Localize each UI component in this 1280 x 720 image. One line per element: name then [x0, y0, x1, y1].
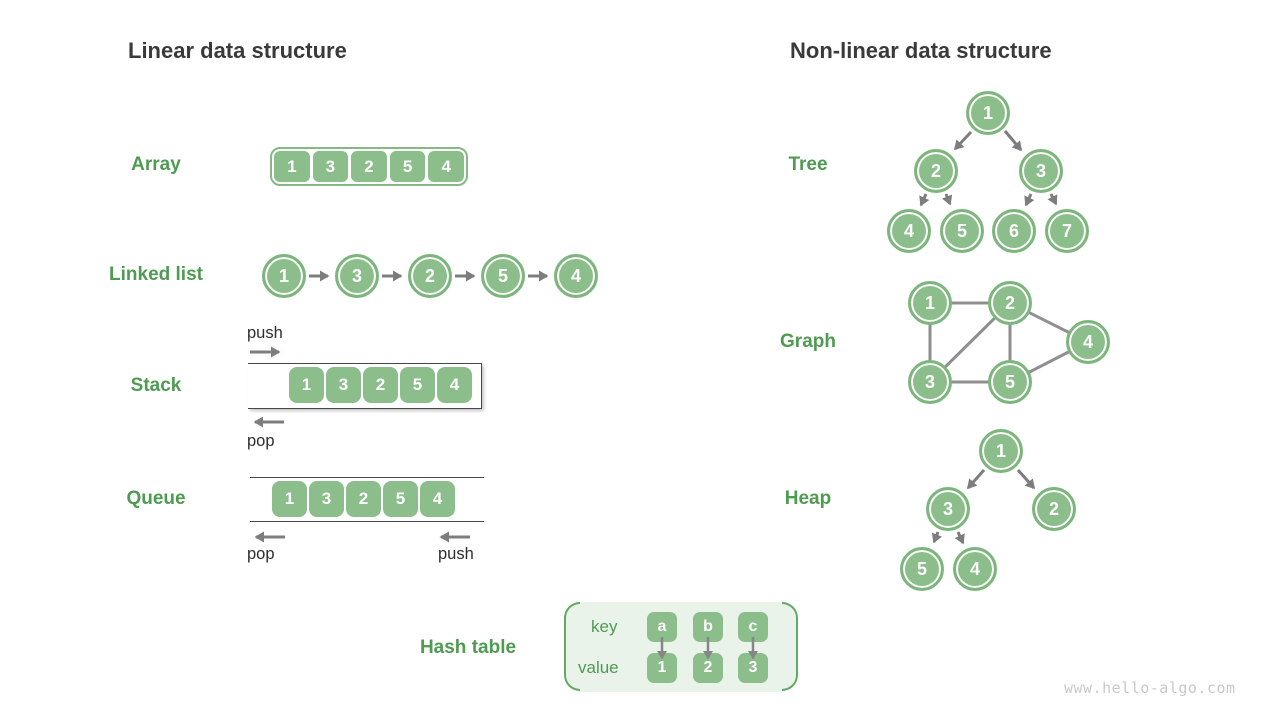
tree-node: 2: [914, 149, 958, 193]
queue-cell: 3: [309, 481, 344, 517]
tree-node: 7: [1045, 209, 1089, 253]
queue-pop-label: pop: [247, 545, 275, 563]
array-label: Array: [131, 154, 181, 175]
linked-list-node: 3: [335, 254, 379, 298]
stack-cell: 5: [400, 367, 435, 403]
graph-node: 5: [988, 360, 1032, 404]
hash-key-cell: c: [738, 612, 768, 642]
nonlinear-section-title: Non-linear data structure: [790, 38, 1052, 63]
stack-cell: 1: [289, 367, 324, 403]
stack-cell: 2: [363, 367, 398, 403]
stack-cell: 4: [437, 367, 472, 403]
linked-list-node: 1: [262, 254, 306, 298]
array-cell: 3: [312, 151, 349, 182]
hash-value-cell: 3: [738, 653, 768, 683]
graph-node: 4: [1066, 320, 1110, 364]
hash-value-cell: 1: [647, 653, 677, 683]
queue-cell: 4: [420, 481, 455, 517]
linked-list-node: 2: [408, 254, 452, 298]
heap-node: 1: [979, 429, 1023, 473]
hash-key-label: key: [591, 617, 618, 636]
tree-node: 1: [966, 91, 1010, 135]
queue-cell: 5: [383, 481, 418, 517]
queue-cell: 1: [272, 481, 307, 517]
tree-node: 5: [940, 209, 984, 253]
hash-value-label: value: [578, 658, 619, 677]
stack-cell: 3: [326, 367, 361, 403]
queue-top-line: [250, 477, 484, 478]
queue-bottom-line: [250, 521, 484, 522]
stack-push-label: push: [247, 324, 283, 342]
hash-right-bracket: [782, 602, 798, 691]
heap-node: 3: [926, 487, 970, 531]
hash-table-label: Hash table: [419, 637, 517, 658]
hash-value-cell: 2: [693, 653, 723, 683]
graph-label: Graph: [780, 331, 836, 352]
hash-key-cell: b: [693, 612, 723, 642]
graph-node: 1: [908, 281, 952, 325]
linked-list-node: 4: [554, 254, 598, 298]
hash-key-cell: a: [647, 612, 677, 642]
stack-label: Stack: [130, 375, 182, 396]
tree-node: 6: [992, 209, 1036, 253]
queue-cell: 2: [346, 481, 381, 517]
array-cell: 2: [351, 151, 387, 182]
linked-list-node: 5: [481, 254, 525, 298]
tree-node: 4: [887, 209, 931, 253]
heap-node: 5: [900, 547, 944, 591]
linked-list-label: Linked list: [109, 264, 203, 285]
tree-label: Tree: [788, 154, 828, 175]
watermark: www.hello-algo.com: [1064, 679, 1236, 697]
queue-label: Queue: [126, 488, 186, 509]
array-cell: 4: [428, 151, 464, 182]
stack-pop-label: pop: [247, 432, 275, 450]
heap-node: 2: [1032, 487, 1076, 531]
array-cell: 1: [274, 151, 310, 182]
heap-label: Heap: [784, 488, 832, 509]
tree-node: 3: [1019, 149, 1063, 193]
queue-push-label: push: [438, 545, 474, 563]
heap-node: 4: [953, 547, 997, 591]
array-cell: 5: [389, 151, 426, 182]
graph-node: 2: [988, 281, 1032, 325]
array-container: 1 3 2 5 4: [270, 147, 468, 186]
linear-section-title: Linear data structure: [128, 38, 347, 63]
graph-node: 3: [908, 360, 952, 404]
